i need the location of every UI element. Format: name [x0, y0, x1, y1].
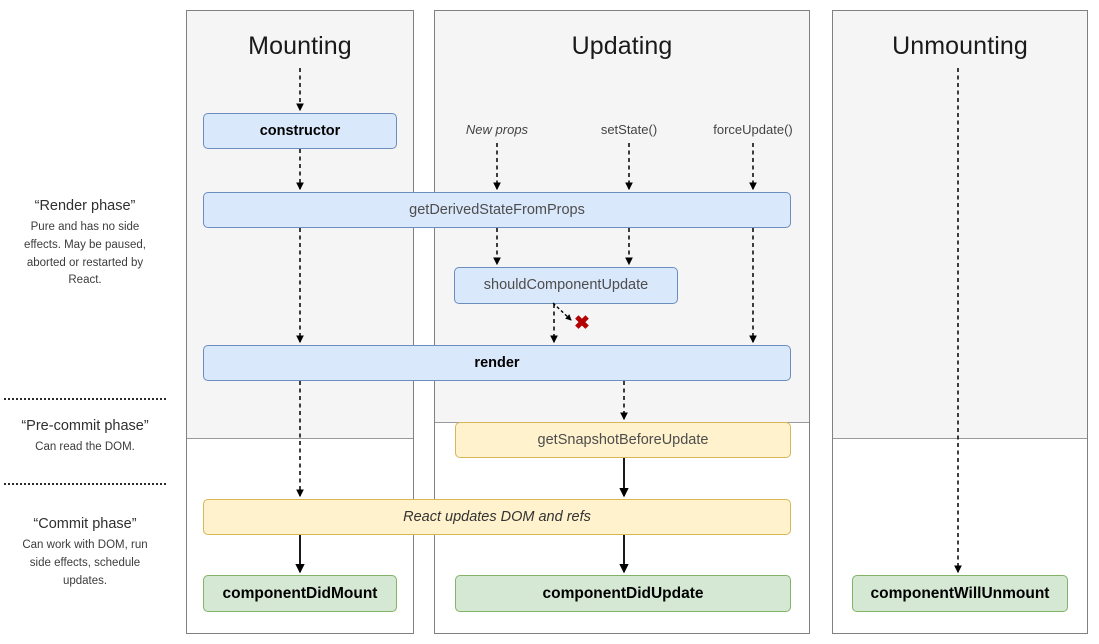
trigger-set-state: setState() — [600, 122, 658, 137]
phase-render: “Render phase” Pure and has no side effe… — [0, 198, 170, 290]
trigger-force-update: forceUpdate() — [713, 122, 793, 137]
phase-commit-desc: Can work with DOM, run side effects, sch… — [22, 539, 148, 587]
phase-pre-commit: “Pre-commit phase” Can read the DOM. — [0, 418, 170, 457]
column-unmounting — [832, 10, 1088, 634]
phase-divider-top — [4, 398, 166, 400]
unmounting-render-phase-band — [833, 11, 1087, 439]
node-get-derived-state-from-props[interactable]: getDerivedStateFromProps — [203, 192, 791, 228]
phase-render-desc: Pure and has no side effects. May be pau… — [24, 221, 146, 287]
node-component-did-mount[interactable]: componentDidMount — [203, 575, 397, 612]
column-title-mounting: Mounting — [248, 32, 352, 60]
column-updating — [434, 10, 810, 634]
node-render[interactable]: render — [203, 345, 791, 381]
phase-divider-bottom — [4, 483, 166, 485]
column-mounting — [186, 10, 414, 634]
phase-commit-title: “Commit phase” — [33, 516, 137, 532]
node-get-snapshot-before-update[interactable]: getSnapshotBeforeUpdate — [455, 422, 791, 458]
node-should-component-update[interactable]: shouldComponentUpdate — [454, 267, 678, 304]
phase-commit: “Commit phase” Can work with DOM, run si… — [0, 516, 170, 590]
column-title-updating: Updating — [571, 32, 673, 60]
phase-pre-commit-title: “Pre-commit phase” — [21, 418, 149, 434]
column-title-unmounting: Unmounting — [892, 32, 1028, 60]
phase-render-title: “Render phase” — [34, 198, 136, 214]
node-component-will-unmount[interactable]: componentWillUnmount — [852, 575, 1068, 612]
node-component-did-update[interactable]: componentDidUpdate — [455, 575, 791, 612]
skip-update-x-icon: ✖ — [574, 313, 590, 334]
node-constructor[interactable]: constructor — [203, 113, 397, 149]
node-react-updates-dom-and-refs[interactable]: React updates DOM and refs — [203, 499, 791, 535]
trigger-new-props: New props — [465, 122, 529, 137]
phase-pre-commit-desc: Can read the DOM. — [35, 441, 135, 453]
